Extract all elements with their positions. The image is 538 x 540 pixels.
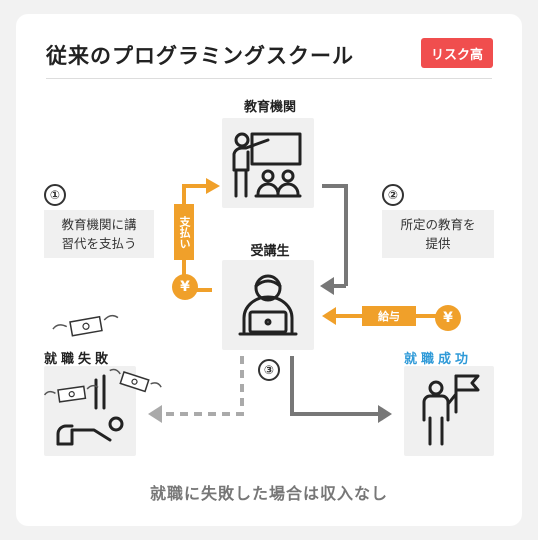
page-title: 従来のプログラミングスクール [46, 44, 354, 68]
teacher-presentation-icon [232, 132, 302, 198]
education-arrowhead [320, 277, 334, 295]
student-box [222, 260, 314, 350]
flying-money-icon [52, 314, 119, 337]
salary-arrowhead [322, 307, 336, 325]
footer-note: 就職に失敗した場合は収入なし [149, 484, 388, 503]
step-1-text-line1: 教育機関に講 [61, 217, 137, 232]
title-divider [46, 78, 492, 79]
flying-money-icon-3 [109, 368, 162, 393]
flag-person-icon [422, 374, 480, 446]
step-1-text-line2: 習代を支払う [61, 236, 137, 251]
education-arrow [322, 184, 348, 286]
failure-arrow [162, 356, 244, 416]
student-laptop-icon [238, 274, 298, 336]
risk-badge: リスク高 [421, 38, 493, 68]
step-2-text-line1: 所定の教育を [400, 217, 476, 232]
step-2-note: 所定の教育を 提供 [382, 210, 494, 258]
success-box [404, 366, 494, 456]
success-label: 就職成功 [404, 352, 473, 367]
school-label: 教育機関 [243, 100, 296, 115]
payment-arrowhead [206, 178, 220, 194]
flying-money-icon-2 [43, 384, 99, 403]
failure-arrowhead [148, 405, 162, 423]
success-arrow [290, 356, 378, 416]
yen-coin-payment: ¥ [172, 274, 198, 300]
failure-label: 就職失敗 [44, 352, 113, 367]
kneeling-person-icon [56, 374, 124, 446]
step-3-badge: ③ [258, 359, 280, 381]
yen-coin-salary: ¥ [435, 305, 461, 331]
school-box [222, 118, 314, 208]
success-arrowhead [378, 405, 392, 423]
step-1-badge: ① [44, 184, 66, 206]
step-1-note: 教育機関に講 習代を支払う [44, 210, 154, 258]
payment-tag: 支払い [174, 204, 194, 260]
salary-tag: 給与 [362, 306, 416, 326]
step-2-text-line2: 提供 [425, 236, 451, 251]
student-label: 受講生 [250, 244, 290, 259]
step-2-badge: ② [382, 184, 404, 206]
